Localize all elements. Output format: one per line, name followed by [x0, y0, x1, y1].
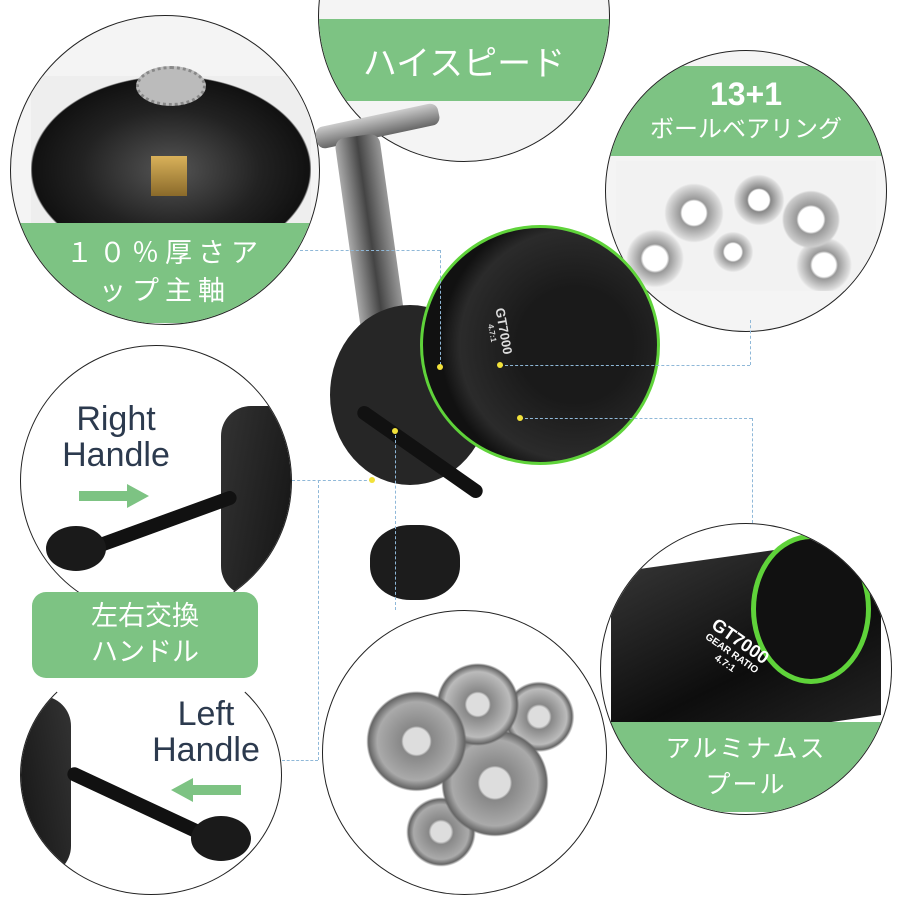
- main-shaft-band: １０％厚さア ップ主軸: [11, 223, 319, 323]
- bearing-band: 13+1 ボールベアリング: [606, 66, 886, 156]
- main-shaft-circle: １０％厚さア ップ主軸: [10, 15, 320, 325]
- swap-handle-label-2: ハンドル: [91, 637, 199, 668]
- left-handle-photo: [21, 696, 71, 876]
- leader-line-bearing: [500, 365, 750, 366]
- shaft-nut: [151, 156, 187, 196]
- right-handle-label-2: Handle: [62, 436, 170, 474]
- leader-line-shaft: [300, 250, 440, 251]
- swap-handle-box: 左右交換 ハンドル: [32, 592, 258, 678]
- gears-circle: [322, 610, 607, 895]
- spool-rim: [751, 534, 871, 684]
- right-handle-label: Right Handle: [41, 401, 191, 473]
- gear-photo: [136, 66, 206, 106]
- left-handle-circle: Left Handle: [20, 655, 282, 895]
- left-arrow-icon: [171, 778, 241, 802]
- left-handle-label-2: Handle: [152, 731, 260, 769]
- left-handle-label: Left Handle: [131, 696, 281, 768]
- callout-dot-handle: [369, 477, 375, 483]
- leader-line-handle: [318, 480, 319, 760]
- callout-dot-spool: [517, 415, 523, 421]
- callout-dot-gears: [392, 428, 398, 434]
- leader-line-gears: [395, 430, 396, 610]
- main-shaft-label-2: ップ主軸: [99, 276, 231, 307]
- leader-line-spool-v: [752, 418, 753, 523]
- leader-line-handle-top: [292, 480, 372, 481]
- spool-label-2: プール: [705, 770, 787, 799]
- callout-dot-bearing: [497, 362, 503, 368]
- left-handle-arm: [65, 764, 207, 842]
- high-speed-label: ハイスピード: [362, 43, 566, 84]
- bearing-count: 13+1: [709, 76, 783, 112]
- reel-image: GT7000 4.7:1: [310, 102, 680, 605]
- right-arrow-icon: [79, 484, 149, 508]
- gears-photo: [343, 631, 588, 876]
- leader-line-handle-bottom: [282, 760, 318, 761]
- right-handle-label-1: Right: [76, 400, 156, 438]
- spool-label-1: アルミナムス: [665, 734, 827, 763]
- left-handle-knob: [191, 816, 251, 861]
- callout-dot-shaft: [437, 364, 443, 370]
- main-shaft-label-1: １０％厚さア: [66, 238, 264, 269]
- right-handle-knob: [46, 526, 106, 571]
- leader-line-bearing-v: [750, 320, 751, 365]
- spool-circle: GT7000 GEAR RATIO 4.7:1 アルミナムス プール: [600, 523, 892, 815]
- reel-spool: [420, 225, 660, 465]
- left-handle-label-1: Left: [177, 695, 235, 733]
- bearing-circle: 13+1 ボールベアリング: [605, 50, 887, 332]
- right-handle-circle: Right Handle: [20, 345, 292, 617]
- spool-band: アルミナムス プール: [601, 722, 891, 812]
- high-speed-band: ハイスピード: [319, 19, 609, 101]
- leader-line-spool: [520, 418, 752, 419]
- reel-handle-knob: [370, 525, 460, 600]
- swap-handle-label-1: 左右交換: [91, 601, 199, 632]
- leader-line-shaft-v: [440, 250, 441, 365]
- bearing-label: ボールベアリング: [650, 115, 842, 143]
- bearings-photo: [616, 161, 876, 291]
